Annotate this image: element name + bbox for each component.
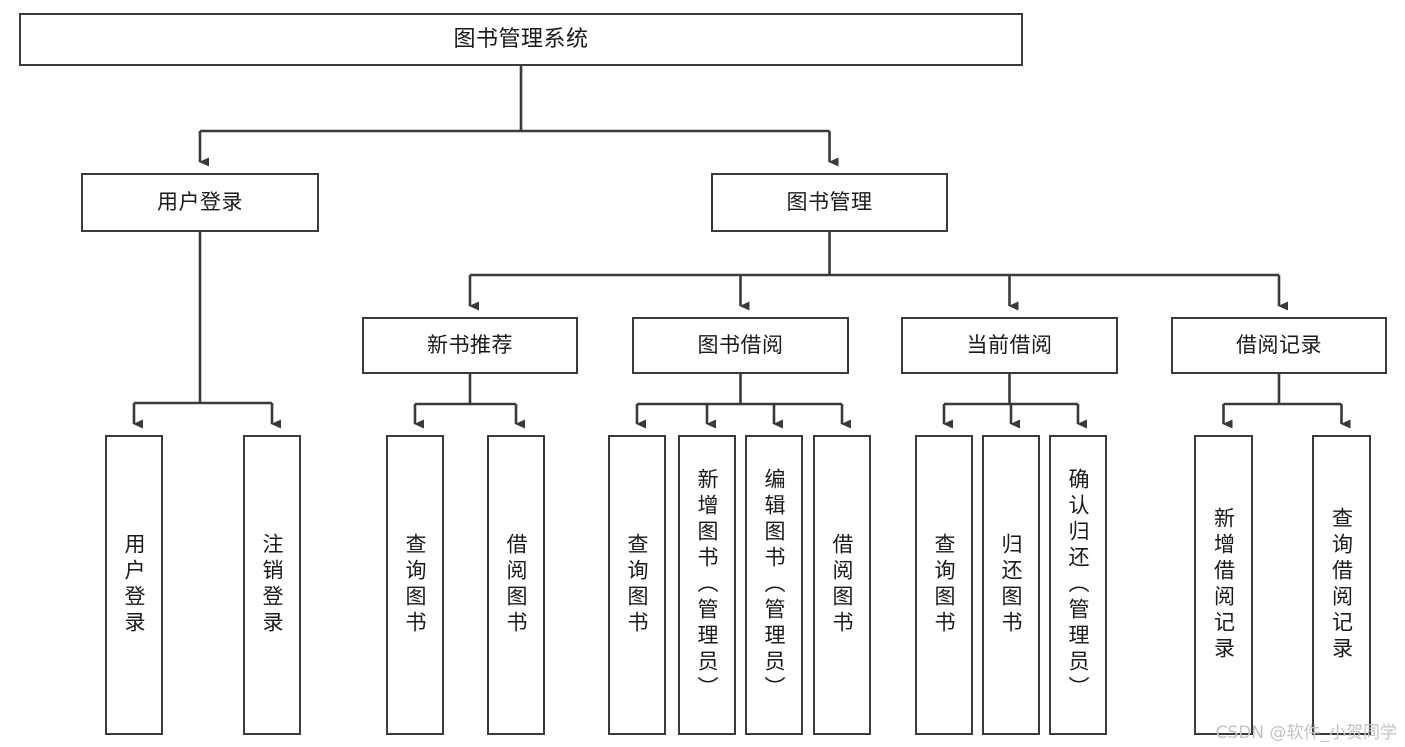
node-leaf-rec-2[interactable]: 查询借阅记录	[1312, 435, 1371, 735]
node-leaf-borrow-3[interactable]: 编辑图书（管理员）	[745, 435, 803, 735]
node-label-leaf-rec-1: 新增借阅记录	[1211, 507, 1236, 663]
node-label-leaf-new-2: 借阅图书	[504, 533, 529, 637]
node-label-bookmgmt: 图书管理	[786, 190, 873, 215]
node-label-leaf-login-1: 用户登录	[122, 533, 147, 637]
node-label-leaf-cur-2: 归还图书	[999, 533, 1024, 637]
node-label-leaf-cur-3: 确认归还（管理员）	[1066, 468, 1091, 702]
node-label-records: 借阅记录	[1236, 333, 1322, 358]
node-label-leaf-login-2: 注销登录	[260, 533, 285, 637]
node-root[interactable]: 图书管理系统	[19, 13, 1023, 66]
node-bookmgmt[interactable]: 图书管理	[711, 173, 948, 232]
node-label-root: 图书管理系统	[453, 26, 589, 52]
node-leaf-cur-2[interactable]: 归还图书	[982, 435, 1040, 735]
node-leaf-cur-1[interactable]: 查询图书	[915, 435, 973, 735]
csdn-watermark: CSDN @软件_小贺同学	[1215, 723, 1397, 743]
node-leaf-rec-1[interactable]: 新增借阅记录	[1194, 435, 1253, 735]
node-label-leaf-borrow-2: 新增图书（管理员）	[695, 468, 720, 702]
node-label-login: 用户登录	[157, 190, 243, 215]
node-current[interactable]: 当前借阅	[901, 317, 1118, 374]
node-leaf-new-2[interactable]: 借阅图书	[487, 435, 545, 735]
node-label-leaf-borrow-4: 借阅图书	[830, 533, 855, 637]
node-leaf-login-1[interactable]: 用户登录	[105, 435, 163, 735]
node-newbook[interactable]: 新书推荐	[362, 317, 578, 374]
node-label-leaf-rec-2: 查询借阅记录	[1329, 507, 1354, 663]
node-label-borrow: 图书借阅	[697, 333, 784, 358]
node-leaf-borrow-4[interactable]: 借阅图书	[813, 435, 871, 735]
node-label-leaf-borrow-1: 查询图书	[625, 533, 650, 637]
node-label-leaf-new-1: 查询图书	[403, 533, 428, 637]
node-leaf-borrow-2[interactable]: 新增图书（管理员）	[678, 435, 736, 735]
node-leaf-cur-3[interactable]: 确认归还（管理员）	[1049, 435, 1107, 735]
node-leaf-borrow-1[interactable]: 查询图书	[608, 435, 666, 735]
node-leaf-new-1[interactable]: 查询图书	[386, 435, 444, 735]
node-label-current: 当前借阅	[966, 333, 1053, 358]
node-label-leaf-borrow-3: 编辑图书（管理员）	[762, 468, 787, 702]
node-login[interactable]: 用户登录	[81, 173, 319, 232]
node-borrow[interactable]: 图书借阅	[632, 317, 849, 374]
node-label-leaf-cur-1: 查询图书	[932, 533, 957, 637]
node-records[interactable]: 借阅记录	[1171, 317, 1387, 374]
node-leaf-login-2[interactable]: 注销登录	[243, 435, 301, 735]
node-label-newbook: 新书推荐	[427, 333, 513, 358]
